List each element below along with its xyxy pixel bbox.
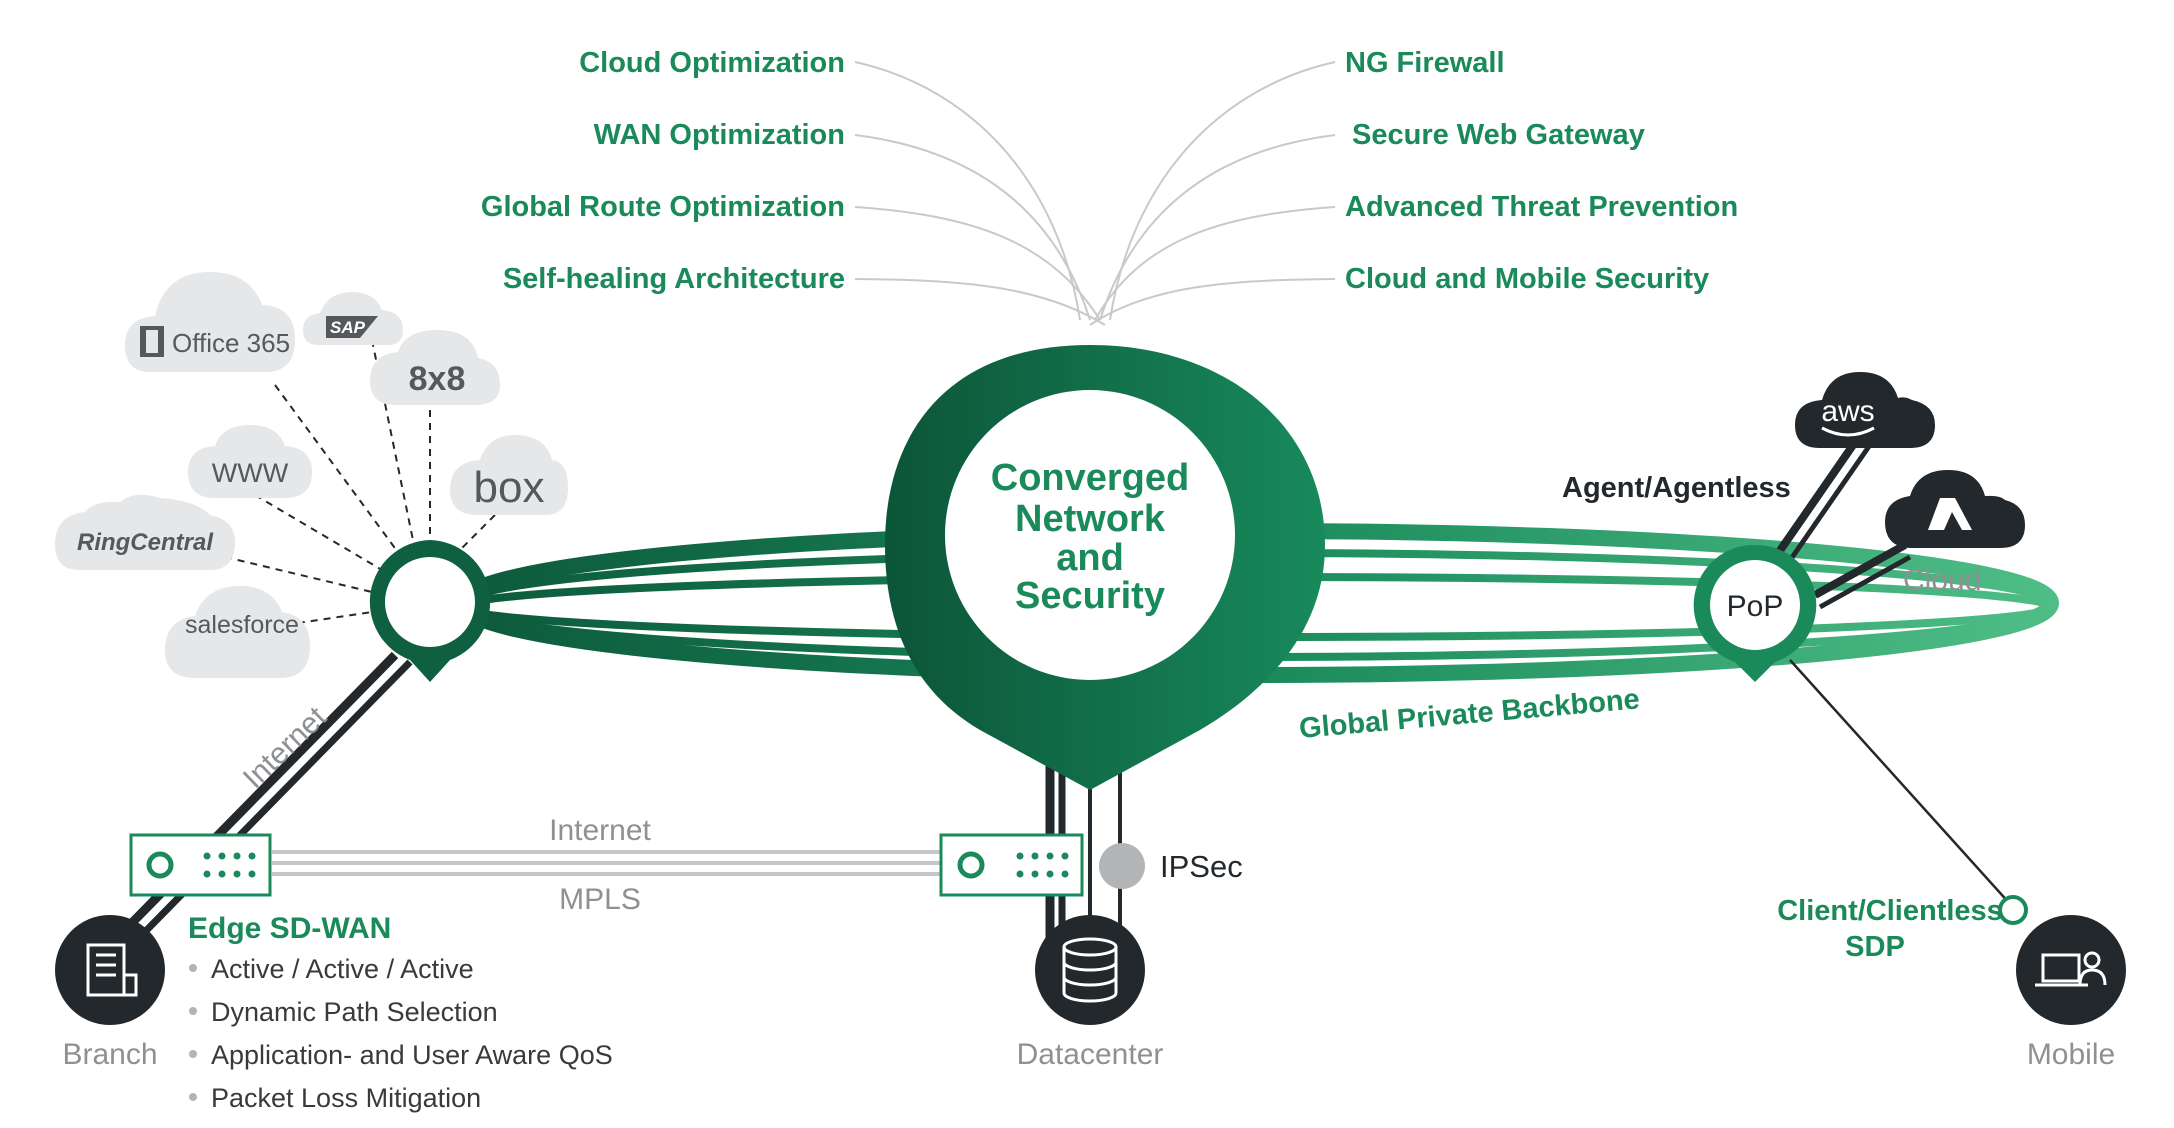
www-label: WWW <box>212 458 289 488</box>
edge-device-branch <box>129 833 272 897</box>
agent-label: Agent/Agentless <box>1562 472 1791 504</box>
feature-cloud-optimization: Cloud Optimization <box>579 47 845 79</box>
backbone-label: Global Private Backbone <box>1298 683 1641 745</box>
feature-wan-optimization: WAN Optimization <box>594 119 845 151</box>
pop-label: PoP <box>1727 590 1784 623</box>
edge-bullets: Active / Active / Active Dynamic Path Se… <box>189 954 613 1113</box>
ringcentral-label: RingCentral <box>77 529 214 556</box>
feature-advanced-threat-prevention: Advanced Threat Prevention <box>1345 191 1738 223</box>
office365-label: Office 365 <box>172 328 290 358</box>
office365-cloud: Office 365 <box>125 272 295 372</box>
client-label-line2: SDP <box>1845 931 1905 963</box>
ipsec-label: IPSec <box>1160 849 1243 884</box>
feature-self-healing: Self-healing Architecture <box>503 263 845 295</box>
edge-device-datacenter <box>939 833 1084 897</box>
edge-sdwan-title: Edge SD-WAN <box>188 912 391 945</box>
aws-smile-icon <box>1821 426 1875 437</box>
laptop-user-icon <box>2035 951 2107 987</box>
sap-label: SAP <box>330 318 366 337</box>
box-label: box <box>474 463 545 512</box>
feature-cloud-mobile-security: Cloud and Mobile Security <box>1345 263 1709 295</box>
database-icon <box>1062 937 1118 1003</box>
datacenter-node <box>1035 915 1145 1025</box>
client-dot <box>1998 895 2028 925</box>
mpls-link-label: MPLS <box>559 883 641 916</box>
mobile-label: Mobile <box>2027 1038 2115 1071</box>
edge-node <box>369 540 491 682</box>
feature-secure-web-gateway: Secure Web Gateway <box>1352 119 1645 151</box>
salesforce-label: salesforce <box>185 611 299 639</box>
edge-bullet-3: Application- and User Aware QoS <box>211 1040 613 1070</box>
azure-icon <box>1928 498 1972 530</box>
edge-bullet-4: Packet Loss Mitigation <box>211 1083 481 1113</box>
ipsec-dot <box>1099 843 1145 889</box>
ringcentral-cloud: RingCentral <box>55 494 235 570</box>
box-cloud: box <box>450 435 568 515</box>
azure-cloud <box>1885 470 2025 548</box>
mobile-node <box>2016 915 2126 1025</box>
client-label-line1: Client/Clientless <box>1777 895 2003 927</box>
building-icon <box>86 943 138 997</box>
pop-cloud-links <box>1766 432 1912 610</box>
aws-label: aws <box>1821 395 1874 428</box>
features-left: Cloud Optimization WAN Optimization Glob… <box>481 47 845 295</box>
central-hub: Converged Network and Security <box>885 345 1325 790</box>
branch-label: Branch <box>62 1038 157 1071</box>
8x8-cloud: 8x8 <box>370 330 500 405</box>
internet-diagonal-label: Internet <box>237 700 334 795</box>
internet-link-label: Internet <box>549 814 651 847</box>
feature-ng-firewall: NG Firewall <box>1345 47 1505 79</box>
features-right: NG Firewall Secure Web Gateway Advanced … <box>1345 47 1738 295</box>
www-cloud: WWW <box>188 425 312 498</box>
8x8-label: 8x8 <box>409 360 466 398</box>
saas-clouds: Office 365 SAP 8x8 WWW box RingCentral s… <box>55 272 568 678</box>
branch-node <box>55 915 165 1025</box>
feature-connector-lines <box>854 61 1336 326</box>
aws-cloud: aws <box>1795 372 1935 448</box>
edge-bullet-1: Active / Active / Active <box>211 954 474 984</box>
hub-line-1: Converged <box>991 457 1189 499</box>
cloud-label: Cloud <box>1903 564 1981 597</box>
feature-global-route-optimization: Global Route Optimization <box>481 191 845 223</box>
internet-diagonal-link <box>116 651 413 945</box>
pop-node: PoP <box>1693 544 1817 682</box>
hub-line-3: and <box>1056 537 1124 579</box>
internet-mpls-links <box>272 850 945 876</box>
edge-bullet-2: Dynamic Path Selection <box>211 997 498 1027</box>
salesforce-cloud: salesforce <box>165 586 310 678</box>
pop-mobile-link <box>1789 659 2021 916</box>
sap-cloud: SAP <box>303 292 403 345</box>
datacenter-label: Datacenter <box>1017 1038 1164 1071</box>
hub-line-2: Network <box>1015 498 1166 540</box>
hub-line-4: Security <box>1015 575 1165 617</box>
